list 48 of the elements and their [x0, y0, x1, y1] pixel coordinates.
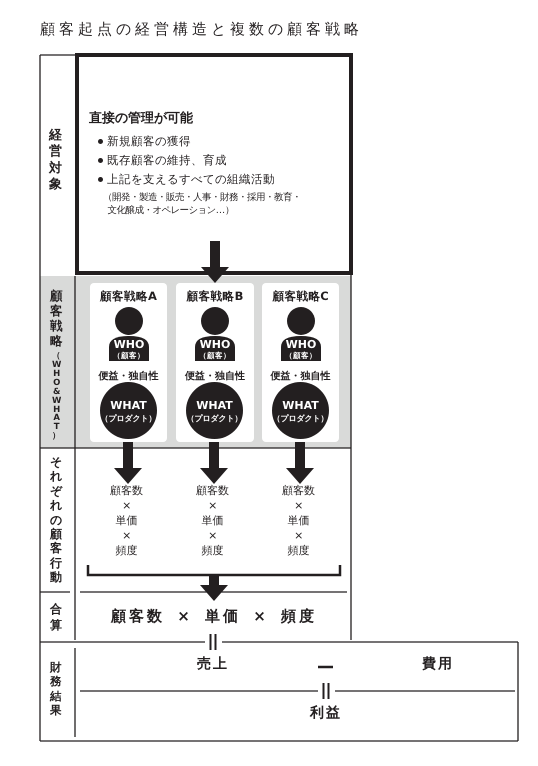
finance-term: 利益 — [308, 704, 343, 722]
benefit-text: 便益・独自性 — [184, 370, 246, 383]
who-text: WHO — [112, 338, 146, 351]
total-formula: 顧客数 × 単価 × 頻度 — [110, 607, 318, 626]
what-text: WHAT — [109, 399, 148, 412]
formula-text: 顧客数 × 単価 × 頻度 — [281, 484, 316, 559]
formula-text: 顧客数 × 単価 × 頻度 — [195, 484, 230, 559]
card-title: 顧客戦略B — [185, 289, 244, 304]
what-text: WHAT — [195, 399, 234, 412]
what-subtext: （プロダクト） — [272, 413, 330, 424]
block-arrow — [114, 442, 142, 484]
benefit-text: 便益・独自性 — [97, 370, 160, 383]
what-text: WHAT — [281, 399, 320, 412]
title: 顧客起点の経営構造と複数の顧客戦略 — [40, 20, 363, 39]
block-arrow — [286, 442, 314, 484]
row-label: 財務結果 — [50, 660, 62, 718]
block-arrow — [200, 442, 228, 484]
bullet-text: 新規顧客の獲得 — [107, 134, 191, 149]
row-label: 経営対象 — [49, 128, 62, 193]
person-figure — [106, 307, 152, 361]
bracket-line — [214, 565, 342, 576]
card-title: 顧客戦略C — [271, 289, 330, 304]
block-arrow — [200, 575, 228, 601]
note: （開発・製造・販売・人事・財務・採用・教育・文化醸成・オペレーション…） — [103, 191, 302, 218]
who-text: WHO — [198, 338, 232, 351]
bullet-text: 既存顧客の維持、育成 — [107, 153, 227, 168]
bullet-text: 上記を支えるすべての組織活動 — [107, 172, 275, 187]
finance-term: 売上 — [196, 655, 230, 673]
strategy-card — [176, 283, 254, 442]
strategy-card — [90, 283, 167, 442]
person-figure — [278, 307, 324, 361]
heading: 直接の管理が可能 — [89, 110, 193, 127]
card-title: 顧客戦略A — [98, 289, 158, 304]
formula-text: 顧客数 × 単価 × 頻度 — [109, 484, 144, 559]
person-figure — [192, 307, 238, 361]
row-label: 合算 — [50, 602, 62, 634]
block-arrow — [201, 241, 229, 283]
row-label: それぞれの顧客行動 — [50, 455, 62, 585]
who-text: WHO — [284, 338, 318, 351]
benefit-text: 便益・独自性 — [269, 370, 332, 383]
bracket-line — [86, 565, 214, 576]
row-label: 顧客戦略 — [50, 288, 63, 348]
row-label: （WHO&WHAT） — [52, 352, 62, 442]
what-subtext: （プロダクト） — [186, 413, 244, 424]
what-subtext: （プロダクト） — [100, 413, 158, 424]
strategy-card — [262, 283, 339, 442]
management-box — [75, 53, 353, 275]
finance-term: 費用 — [421, 655, 455, 673]
